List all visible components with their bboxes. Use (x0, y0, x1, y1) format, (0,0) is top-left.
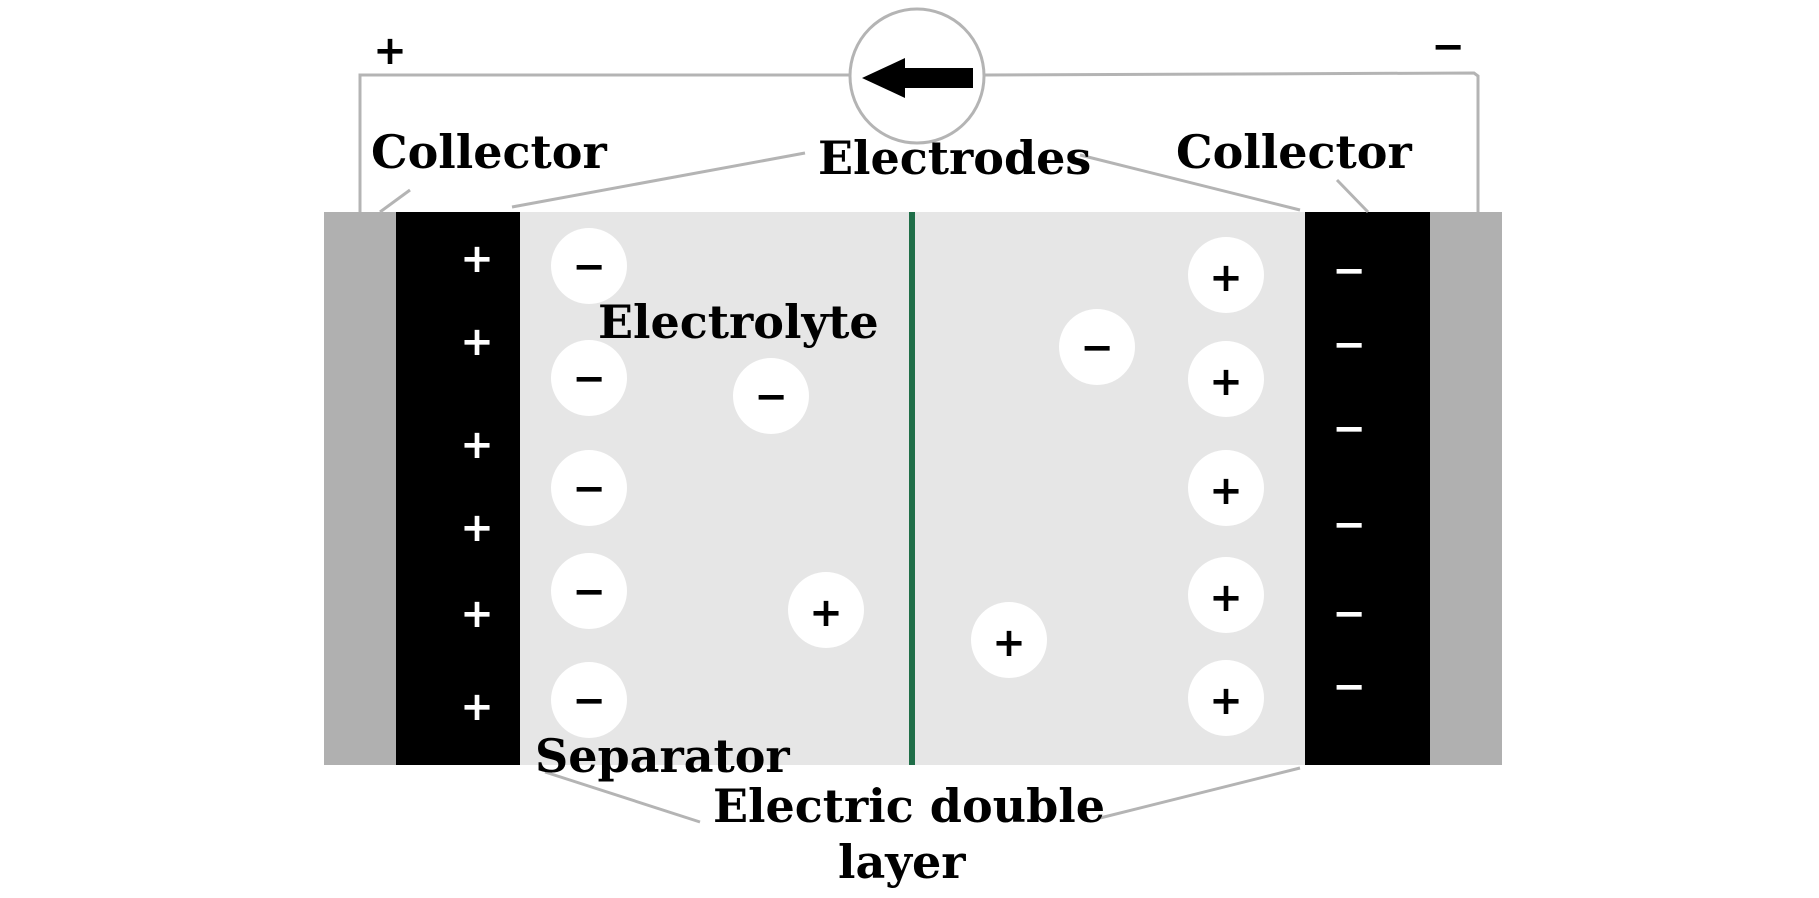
positive-terminal-sign: + (373, 28, 407, 74)
leader-double-layer-left (544, 770, 701, 824)
ion: + (1188, 557, 1264, 633)
leader-collector-right (1335, 178, 1370, 214)
electrode-charge: + (460, 319, 494, 365)
label-double-layer-line1: Electric double (713, 779, 1105, 833)
ion-circle (971, 602, 1047, 678)
ion-charge: + (1209, 359, 1243, 405)
ion-charge: − (572, 678, 606, 724)
leader-electrodes-right (1079, 153, 1301, 212)
ion: + (971, 602, 1047, 678)
ion-charge: − (572, 356, 606, 402)
ion-charge: − (572, 569, 606, 615)
negative-terminal-sign: − (1431, 24, 1465, 70)
collector-left (324, 212, 396, 765)
leader-lines (379, 151, 1370, 824)
electrode-charge: + (460, 684, 494, 730)
ion: + (1188, 341, 1264, 417)
separator (909, 212, 915, 765)
ion-circle (733, 358, 809, 434)
ion-circle (1059, 309, 1135, 385)
ion-circle (551, 340, 627, 416)
ion: + (1188, 237, 1264, 313)
electrode-left (396, 212, 520, 765)
label-collector-left: Collector (371, 125, 607, 179)
ion-charge: − (754, 374, 788, 420)
wire-left (358, 73, 850, 212)
ion-charge: + (1209, 678, 1243, 724)
ion-circle (1188, 237, 1264, 313)
ion: − (733, 358, 809, 434)
leader-collector-left (379, 188, 411, 214)
label-separator: Separator (535, 729, 790, 783)
external-circuit (358, 71, 1480, 212)
electrode-charge: − (1332, 591, 1366, 637)
ion: − (551, 553, 627, 629)
leader-double-layer-right (1099, 766, 1301, 820)
electrode-charge: − (1332, 322, 1366, 368)
label-collector-right: Collector (1176, 125, 1412, 179)
ion-circle (1188, 450, 1264, 526)
label-double-layer-line2: layer (838, 835, 966, 889)
left-electrode-charges: + + + + + + (460, 236, 494, 730)
leader-electrodes-left (511, 151, 806, 209)
right-electrode-charges: − − − − − − (1332, 248, 1366, 710)
label-electrodes: Electrodes (818, 131, 1091, 185)
left-double-layer-ions: − − − − − (551, 228, 627, 738)
current-indicator (848, 7, 986, 145)
electrode-charge: − (1332, 664, 1366, 710)
electrode-charge: − (1332, 248, 1366, 294)
ion-charge: − (572, 244, 606, 290)
ion-charge: + (1209, 468, 1243, 514)
ion-charge: + (992, 620, 1026, 666)
collector-right (1430, 212, 1502, 765)
ion: + (788, 572, 864, 648)
ion-charge: + (1209, 575, 1243, 621)
ion: − (551, 662, 627, 738)
right-double-layer-ions: + + + + + (1188, 237, 1264, 736)
ion-charge: + (1209, 255, 1243, 301)
electrode-charge: + (460, 236, 494, 282)
ion: + (1188, 450, 1264, 526)
electrode-charge: − (1332, 406, 1366, 452)
ion-circle (551, 228, 627, 304)
ion: − (1059, 309, 1135, 385)
ion-charge: − (1080, 325, 1114, 371)
electrode-right (1305, 212, 1430, 765)
ion-circle (1188, 557, 1264, 633)
right-free-ions: − + (971, 309, 1135, 678)
ion: − (551, 450, 627, 526)
ion-circle (1188, 660, 1264, 736)
electrode-charge: − (1332, 502, 1366, 548)
ion-circle (1188, 341, 1264, 417)
ion-charge: − (572, 466, 606, 512)
ion-circle (551, 450, 627, 526)
electrode-charge: + (460, 591, 494, 637)
ion: − (551, 340, 627, 416)
ion-circle (551, 662, 627, 738)
ion: − (551, 228, 627, 304)
ion-charge: + (809, 590, 843, 636)
label-electrolyte: Electrolyte (598, 295, 879, 349)
ion-circle (788, 572, 864, 648)
electrode-charge: + (460, 422, 494, 468)
ion-circle (551, 553, 627, 629)
left-free-ions: − + (733, 358, 864, 648)
wire-right (984, 71, 1480, 212)
electrode-charge: + (460, 505, 494, 551)
left-arrow-icon (862, 58, 973, 98)
ion: + (1188, 660, 1264, 736)
